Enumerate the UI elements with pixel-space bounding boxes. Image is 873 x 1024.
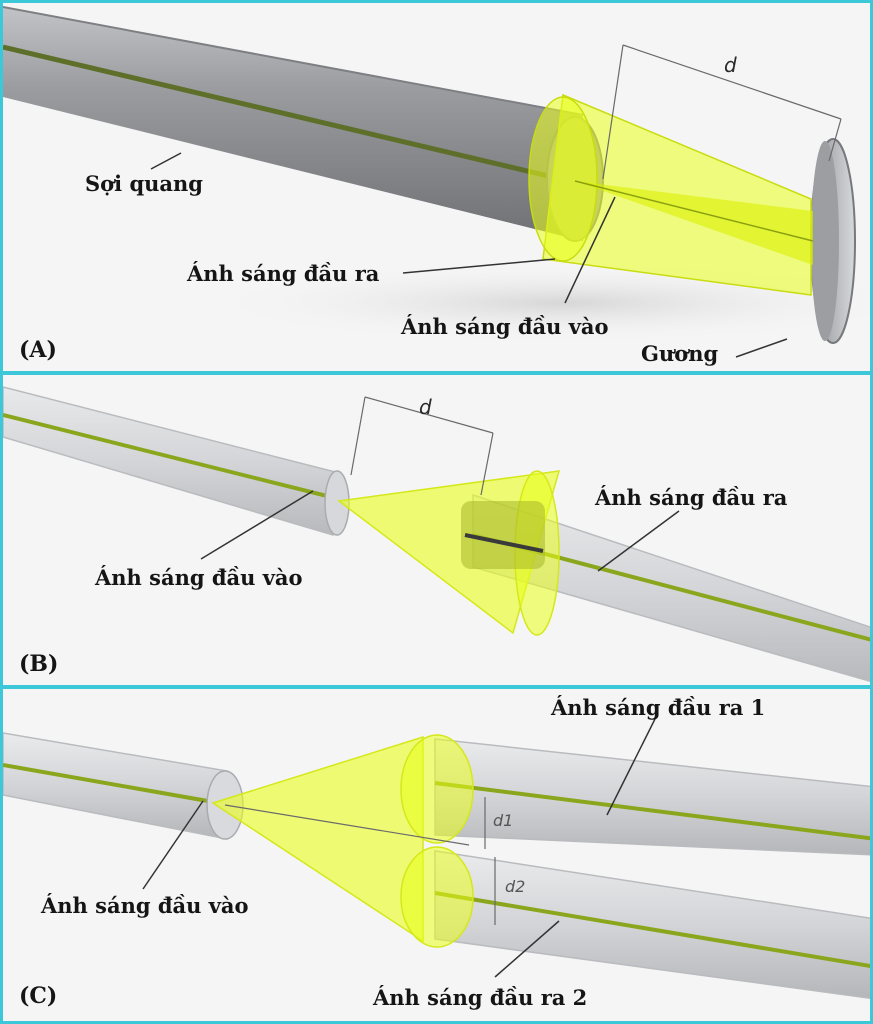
panel-b: d Ánh sáng đầu ra Ánh sáng đầu vào (B): [0, 372, 873, 688]
output-fiber-2-core: [434, 891, 870, 969]
panel-a-illustration: [3, 3, 870, 371]
distance-d-label: d: [419, 395, 432, 419]
fiber-core: [3, 44, 579, 186]
distance-d2-label: d2: [505, 877, 526, 896]
panel-c-illustration: [3, 689, 870, 1021]
output-fiber-1-core: [434, 781, 870, 841]
panel-b-tag: (B): [19, 651, 59, 677]
distance-d-label: d: [724, 53, 737, 77]
distance-d1-label: d1: [493, 811, 514, 830]
output-light-label: Ánh sáng đầu ra: [187, 261, 380, 286]
mirror-label: Gương: [641, 341, 719, 366]
output-light-1-label: Ánh sáng đầu ra 1: [551, 695, 766, 720]
input-fiber-core: [3, 413, 340, 501]
input-light-cone: [575, 181, 813, 265]
input-fiber-core: [3, 763, 220, 805]
output-light-label: Ánh sáng đầu ra: [595, 485, 788, 510]
panel-a: d Sợi quang Ánh sáng đầu ra Ánh sáng đầu…: [0, 0, 873, 374]
fiber-label: Sợi quang: [85, 171, 203, 196]
fiber-body: [3, 7, 583, 241]
input-light-label: Ánh sáng đầu vào: [95, 565, 303, 590]
panel-c-tag: (C): [19, 983, 58, 1009]
panel-c: Ánh sáng đầu ra 1 d1 d2 Ánh sáng đầu vào…: [0, 686, 873, 1024]
panel-a-tag: (A): [19, 337, 57, 363]
output-light-2-label: Ánh sáng đầu ra 2: [373, 985, 588, 1010]
input-fiber: [3, 386, 340, 536]
input-light-label: Ánh sáng đầu vào: [401, 314, 609, 339]
panel-b-illustration: [3, 375, 870, 685]
input-light-label: Ánh sáng đầu vào: [41, 893, 249, 918]
